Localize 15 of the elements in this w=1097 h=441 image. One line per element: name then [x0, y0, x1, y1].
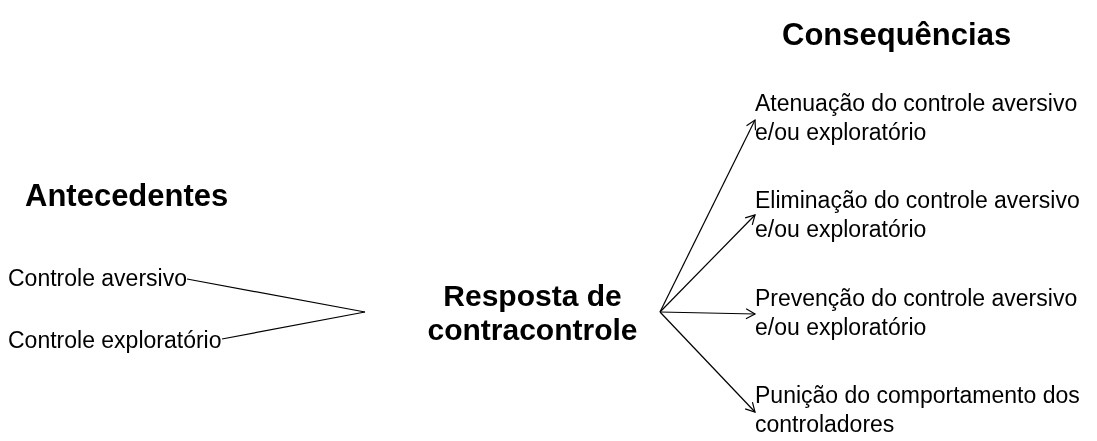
item-label: Punição do comportamento dos controladores: [755, 381, 1081, 439]
item-label: Prevenção do controle aversivo e/ou exploratório: [755, 284, 1079, 342]
section-heading: Consequências: [782, 17, 1012, 53]
response-label: Resposta de contracontrole: [426, 279, 639, 347]
item-label: Eliminação do controle aversivo e/ou exploratório: [755, 186, 1081, 244]
connector-line: [186, 278, 366, 313]
arrow: [659, 214, 756, 313]
arrow: [659, 119, 757, 313]
arrow: [659, 311, 756, 413]
item-label: Controle aversivo: [8, 263, 187, 293]
item-label: Controle exploratório: [8, 325, 222, 355]
connector-line: [221, 311, 366, 340]
section-heading: Antecedentes: [25, 178, 229, 214]
arrow: [659, 308, 756, 320]
item-label: Atenuação do controle aversivo e/ou exploratório: [755, 89, 1079, 147]
